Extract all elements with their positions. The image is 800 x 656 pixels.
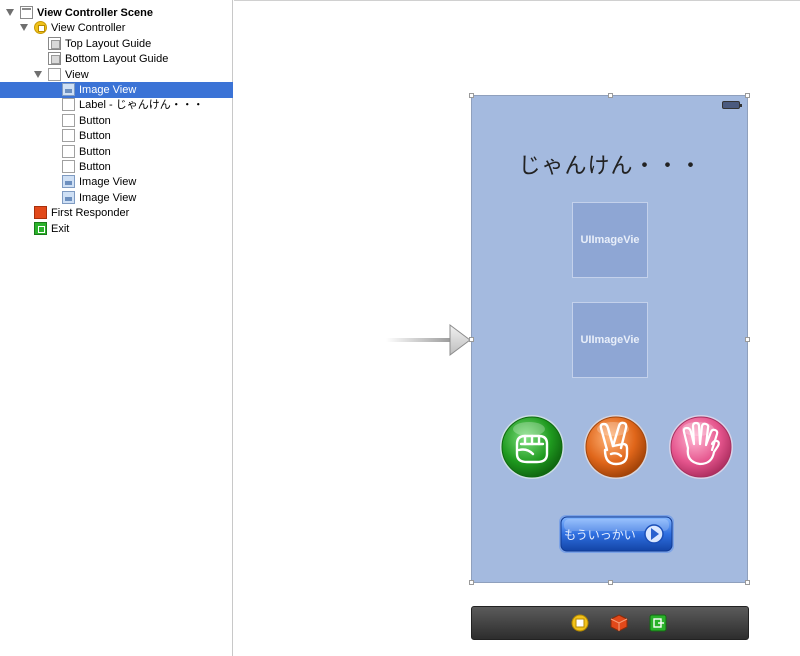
outline-item-label: Exit [51,222,70,235]
resize-handle-bottom[interactable] [608,580,613,585]
outline-item-label: View [65,68,89,81]
view-controller-icon [34,21,47,35]
paper-button[interactable] [668,414,734,480]
rock-hand-icon [515,434,549,464]
outline-item-label: Button [79,114,111,127]
outline-item-exit[interactable]: Exit [0,221,233,237]
resize-handle-top-right[interactable] [745,93,750,98]
outline-item-label: Image View [79,84,137,96]
outline-item-view-controller-scene[interactable]: View Controller Scene [0,5,233,21]
layout-guide-icon [48,52,61,66]
exit-icon [34,221,47,235]
outline-item-label: Button [79,145,111,158]
view-controller-view[interactable]: じゃんけん・・・ UIImageVie UIImageVie [469,93,750,585]
dock-first-responder-icon[interactable] [610,614,628,632]
outline-item-label: Top Layout Guide [65,37,152,50]
view-icon [62,113,75,127]
image-view-icon [62,190,75,204]
first-responder-icon [34,206,47,220]
view-icon [62,160,75,173]
outline-item-image-view[interactable]: Image View [0,82,233,98]
outline-item-label: Label - じゃんけん・・・ [79,99,204,112]
outline-item-label: Bottom Layout Guide [65,53,169,66]
view-icon [62,129,75,143]
layout-guide-icon [48,36,61,50]
outline-item-image-view[interactable]: Image View [0,190,233,206]
outline-item-button[interactable]: Button [0,159,233,175]
resize-handle-top[interactable] [608,93,613,98]
scissors-button[interactable] [583,414,649,480]
outline-item-label: First Responder [51,207,130,220]
dock-view-controller-icon[interactable] [571,614,589,632]
initial-view-controller-arrow-icon[interactable] [386,323,472,357]
disclosure-triangle-icon[interactable] [34,70,42,78]
outline-item-view[interactable]: View [0,67,233,83]
outline-item-label[interactable]: Label - じゃんけん・・・ [0,97,233,113]
play-arrow-icon [644,524,664,544]
disclosure-triangle-icon[interactable] [20,24,28,32]
retry-button-label: もういっかい [564,528,636,542]
canvas-top-border [234,0,800,1]
outline-item-label: Button [79,130,111,143]
paper-hand-icon [682,421,720,466]
image-view-top[interactable]: UIImageVie [572,202,648,278]
scene-dock [471,606,749,640]
outline-item-label: View Controller [51,22,126,35]
resize-handle-right[interactable] [745,337,750,342]
storyboard-canvas[interactable]: じゃんけん・・・ UIImageVie UIImageVie [234,0,800,656]
outline-item-button[interactable]: Button [0,113,233,129]
outline-item-image-view[interactable]: Image View [0,174,233,190]
resize-handle-bottom-right[interactable] [745,580,750,585]
outline-item-label: Image View [79,191,137,204]
outline-item-label: Image View [79,176,137,189]
view-icon [62,144,75,158]
dock-exit-icon[interactable] [649,614,667,632]
image-view-bottom[interactable]: UIImageVie [572,302,648,378]
outline-item-button[interactable]: Button [0,128,233,144]
outline-item-button[interactable]: Button [0,144,233,160]
scissors-hand-icon [599,421,629,466]
outline-item-label: Button [79,161,111,173]
view-icon [48,67,61,81]
rock-button[interactable] [499,414,565,480]
resize-handle-left[interactable] [469,337,474,342]
resize-handle-top-left[interactable] [469,93,474,98]
retry-button[interactable]: もういっかい [558,514,675,554]
janken-label[interactable]: じゃんけん・・・ [518,154,703,179]
outline-item-bottom-layout-guide[interactable]: Bottom Layout Guide [0,51,233,67]
scene-icon [20,6,33,19]
outline-item-first-responder[interactable]: First Responder [0,205,233,221]
resize-handle-bottom-left[interactable] [469,580,474,585]
disclosure-triangle-icon[interactable] [6,9,14,16]
outline-item-label: View Controller Scene [37,7,153,19]
image-view-icon [62,175,75,189]
view-icon [62,98,75,112]
outline-item-view-controller[interactable]: View Controller [0,20,233,36]
outline-item-top-layout-guide[interactable]: Top Layout Guide [0,36,233,52]
image-view-icon [62,83,75,96]
battery-icon [722,101,742,109]
